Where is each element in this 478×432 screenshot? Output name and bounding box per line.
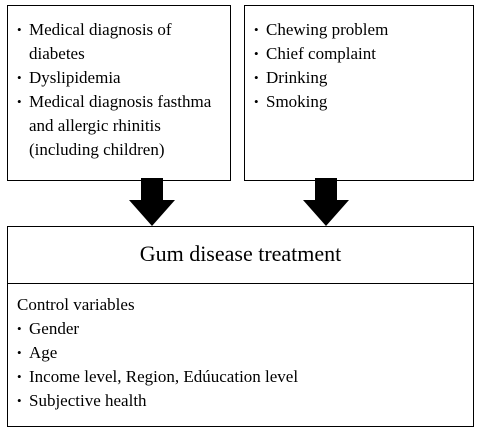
bullet-icon: • [17,369,22,384]
bullet-icon: • [254,94,259,109]
list-item-text: Medical diagnosis of diabetes [29,20,172,63]
list-item-text: Dyslipidemia [29,68,121,87]
list-item: • Medical diagnosis of diabetes [17,18,227,66]
right-factor-list: • Chewing problem • Chief complaint • Drink… [254,18,469,114]
list-item: • Dyslipidemia [17,66,227,90]
list-item-text: Income level, Region, Edúucation level [29,367,299,386]
list-item-text: Chewing problem [266,20,389,39]
list-item: • Smoking [254,90,469,114]
bullet-icon: • [17,94,22,109]
right-factor-box: • Chewing problem • Chief complaint • Drink… [244,5,474,181]
list-item-text: Subjective health [29,391,147,410]
list-item: • Chewing problem [254,18,469,42]
list-item: • Chief complaint [254,42,469,66]
bullet-icon: • [254,70,259,85]
list-item-text: Chief complaint [266,44,377,63]
down-arrow-icon [129,178,175,226]
list-item: • Medical diagnosis fasthma and allergic … [17,90,227,162]
list-item: • Income level, Region, Edúucation level [17,365,467,389]
bullet-icon: • [254,46,259,61]
list-item-text: Drinking [266,68,328,87]
list-item-text: Gender [29,319,80,338]
control-variables-heading: Control variables [17,295,135,314]
control-variables-box: Control variables • Gender • Age • Income l… [7,284,474,427]
left-factor-list: • Medical diagnosis of diabetes • Dyslipid… [17,18,227,162]
list-item: • Subjective health [17,389,467,413]
bullet-icon: • [17,70,22,85]
control-variables-list: • Gender • Age • Income level, Region, Edúu… [17,317,467,413]
outcome-box: Gum disease treatment [7,226,474,284]
bullet-icon: • [17,321,22,336]
list-item: • Gender [17,317,467,341]
bullet-icon: • [17,22,22,37]
list-item-text: Smoking [266,92,328,111]
bullet-icon: • [17,393,22,408]
list-item-text: Age [29,343,58,362]
list-item: • Age [17,341,467,365]
list-item: • Drinking [254,66,469,90]
bullet-icon: • [17,345,22,360]
left-factor-box: • Medical diagnosis of diabetes • Dyslipid… [7,5,231,181]
list-item-text: Medical diagnosis fasthma and allergic r… [29,92,212,159]
bullet-icon: • [254,22,259,37]
down-arrow-icon [303,178,349,226]
outcome-title: Gum disease treatment [139,241,342,266]
